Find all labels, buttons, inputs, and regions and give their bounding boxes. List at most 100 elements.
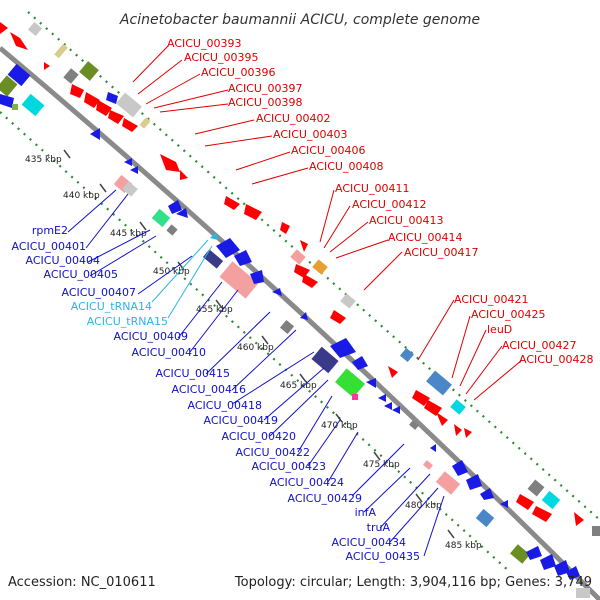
gene-label-forward[interactable]: ACICU_00421 xyxy=(454,293,528,306)
gene-label-reverse[interactable]: truA xyxy=(367,521,391,534)
gene-arrow-forward[interactable] xyxy=(330,310,346,324)
gene-label-reverse[interactable]: ACICU_00420 xyxy=(222,430,296,443)
gene-label-forward[interactable]: ACICU_00417 xyxy=(404,246,478,259)
gene-arrow-forward[interactable] xyxy=(436,412,448,426)
gene-arrow-forward[interactable] xyxy=(108,110,124,124)
gene-block[interactable] xyxy=(219,261,259,299)
gene-arrow-reverse[interactable] xyxy=(540,554,556,570)
gene-block[interactable] xyxy=(63,68,79,84)
gene-arrow-forward[interactable] xyxy=(388,366,398,378)
gene-label-reverse[interactable]: ACICU_00416 xyxy=(172,383,246,396)
gene-block[interactable] xyxy=(139,117,151,129)
gene-arrow-reverse[interactable] xyxy=(130,166,138,174)
gene-label-reverse[interactable]: ACICU_00418 xyxy=(188,399,262,412)
gene-label-reverse[interactable]: ACICU_00404 xyxy=(26,254,100,267)
gene-label-forward[interactable]: ACICU_00393 xyxy=(167,37,241,50)
gene-block[interactable] xyxy=(279,319,295,335)
gene-block[interactable] xyxy=(12,104,18,110)
gene-block[interactable] xyxy=(475,508,495,528)
gene-arrow-forward[interactable] xyxy=(122,118,138,132)
gene-block[interactable] xyxy=(166,224,178,236)
gene-block[interactable] xyxy=(409,420,419,430)
gene-arrow-reverse[interactable] xyxy=(0,94,14,108)
gene-label-reverse[interactable]: ACICU_00407 xyxy=(62,286,136,299)
gene-arrow-forward[interactable] xyxy=(10,32,28,50)
gene-arrow-forward[interactable] xyxy=(70,84,84,98)
gene-label-forward[interactable]: ACICU_00408 xyxy=(309,160,383,173)
gene-arrow-forward[interactable] xyxy=(464,428,472,438)
gene-label-forward[interactable]: leuD xyxy=(487,323,512,336)
gene-block[interactable] xyxy=(352,394,358,400)
gene-arrow-reverse[interactable] xyxy=(330,338,356,358)
gene-label-trna[interactable]: ACICU_tRNA14 xyxy=(71,300,152,313)
gene-arrow-forward[interactable] xyxy=(0,22,8,34)
gene-label-reverse[interactable]: infA xyxy=(355,506,377,519)
gene-arrow-forward[interactable] xyxy=(44,62,50,70)
gene-arrow-forward[interactable] xyxy=(532,506,552,522)
gene-arrow-reverse[interactable] xyxy=(234,250,252,266)
gene-label-reverse[interactable]: ACICU_00435 xyxy=(346,550,420,563)
gene-arrow-reverse[interactable] xyxy=(106,92,118,104)
gene-arrow-reverse[interactable] xyxy=(384,402,392,410)
gene-label-reverse[interactable]: ACICU_00424 xyxy=(270,476,344,489)
gene-block[interactable] xyxy=(122,181,138,197)
gene-arrow-forward[interactable] xyxy=(160,154,180,172)
gene-label-forward[interactable]: ACICU_00403 xyxy=(273,128,347,141)
gene-arrow-reverse[interactable] xyxy=(366,378,376,388)
gene-arrow-forward[interactable] xyxy=(96,100,112,116)
gene-label-forward[interactable]: ACICU_00411 xyxy=(335,182,409,195)
gene-block[interactable] xyxy=(290,249,306,265)
gene-block[interactable] xyxy=(399,347,415,363)
gene-arrow-reverse[interactable] xyxy=(272,288,282,296)
gene-block[interactable] xyxy=(116,92,142,118)
gene-block[interactable] xyxy=(592,526,600,536)
gene-label-reverse[interactable]: ACICU_00429 xyxy=(288,492,362,505)
gene-block[interactable] xyxy=(340,293,356,309)
gene-arrow-forward[interactable] xyxy=(574,512,584,526)
gene-block[interactable] xyxy=(79,61,99,81)
gene-block[interactable] xyxy=(423,460,433,470)
gene-arrow-forward[interactable] xyxy=(84,92,100,108)
gene-arrow-reverse[interactable] xyxy=(378,394,386,402)
gene-arrow-reverse[interactable] xyxy=(250,270,264,284)
gene-block[interactable] xyxy=(426,370,452,396)
gene-label-forward[interactable]: ACICU_00398 xyxy=(228,96,302,109)
gene-block[interactable] xyxy=(527,479,545,497)
gene-arrow-reverse[interactable] xyxy=(176,208,188,218)
gene-block[interactable] xyxy=(7,63,31,87)
gene-block[interactable] xyxy=(21,93,45,117)
gene-arrow-reverse[interactable] xyxy=(300,312,308,320)
gene-arrow-forward[interactable] xyxy=(454,424,462,436)
gene-block[interactable] xyxy=(435,471,461,495)
gene-arrow-forward[interactable] xyxy=(516,494,534,510)
gene-label-forward[interactable]: ACICU_00396 xyxy=(201,66,275,79)
gene-arrow-forward[interactable] xyxy=(224,196,240,210)
gene-block[interactable] xyxy=(27,21,43,37)
gene-arrow-reverse[interactable] xyxy=(480,488,494,500)
gene-block[interactable] xyxy=(0,75,18,97)
gene-arrow-reverse[interactable] xyxy=(124,158,132,166)
gene-arrow-reverse[interactable] xyxy=(168,200,182,214)
gene-label-reverse[interactable]: ACICU_00419 xyxy=(204,414,278,427)
gene-arrow-reverse[interactable] xyxy=(466,474,482,490)
gene-label-forward[interactable]: ACICU_00425 xyxy=(471,308,545,321)
gene-arrow-forward[interactable] xyxy=(412,390,430,406)
gene-arrow-reverse[interactable] xyxy=(452,460,468,476)
gene-label-forward[interactable]: ACICU_00428 xyxy=(519,353,593,366)
gene-block[interactable] xyxy=(202,249,224,269)
gene-label-reverse[interactable]: ACICU_00401 xyxy=(12,240,86,253)
gene-label-forward[interactable]: ACICU_00406 xyxy=(291,144,365,157)
gene-arrow-reverse[interactable] xyxy=(210,232,218,240)
gene-arrow-forward[interactable] xyxy=(424,400,442,416)
gene-arrow-reverse[interactable] xyxy=(90,128,100,140)
gene-label-reverse[interactable]: ACICU_00423 xyxy=(252,460,326,473)
gene-label-reverse[interactable]: ACICU_00409 xyxy=(114,330,188,343)
gene-arrow-reverse[interactable] xyxy=(430,444,436,452)
gene-arrow-forward[interactable] xyxy=(280,222,290,234)
gene-arrow-forward[interactable] xyxy=(294,264,310,278)
gene-arrow-forward[interactable] xyxy=(180,170,188,180)
gene-arrow-reverse[interactable] xyxy=(352,356,368,370)
gene-block[interactable] xyxy=(151,208,171,228)
gene-arrow-reverse[interactable] xyxy=(392,406,400,414)
gene-block[interactable] xyxy=(510,544,530,564)
